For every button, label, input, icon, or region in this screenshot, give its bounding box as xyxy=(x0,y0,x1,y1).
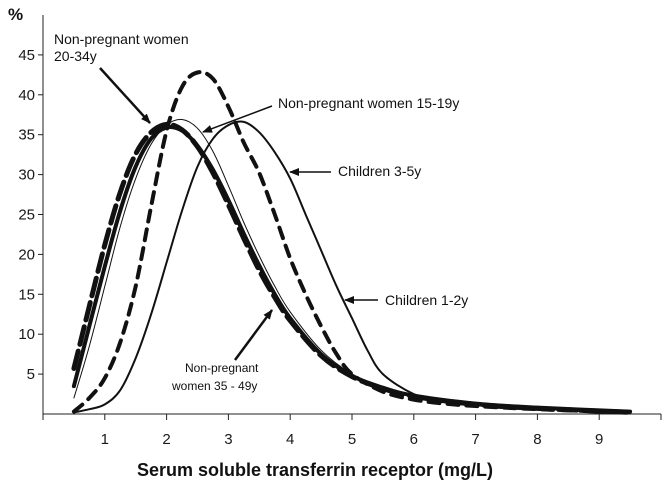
y-tick-label: 5 xyxy=(27,366,35,383)
annotation-children-1-2: Children 1-2y xyxy=(385,292,468,308)
x-tick-label: 1 xyxy=(101,431,109,448)
x-tick-label: 2 xyxy=(162,431,170,448)
annotation-women-35-49-line1: Non-pregnant xyxy=(185,361,259,375)
y-tick-label: 45 xyxy=(18,47,35,64)
x-tick-label: 5 xyxy=(348,431,356,448)
y-tick-label: 25 xyxy=(18,207,35,224)
x-tick-label: 9 xyxy=(595,431,603,448)
annotation-women-35-49-line2: women 35 - 49y xyxy=(171,379,257,393)
annotation-women-20-34-line2: 20-34y xyxy=(54,48,97,64)
y-ticks: 5 10 15 20 25 30 35 40 45 xyxy=(18,47,43,383)
x-tick-label: 6 xyxy=(410,431,418,448)
y-tick-label: 35 xyxy=(18,127,35,144)
y-tick-label: 30 xyxy=(18,167,35,184)
y-axis-label: % xyxy=(8,5,23,24)
arrow-women-35-49 xyxy=(233,309,274,361)
arrow-women-15-19 xyxy=(202,105,273,133)
series-layer xyxy=(71,70,633,415)
annotation-women-20-34-line1: Non-pregnant women xyxy=(54,31,189,47)
arrow-women-20-34 xyxy=(99,67,151,124)
x-ticks: 1 2 3 4 5 6 7 8 9 xyxy=(42,414,662,448)
y-tick-label: 10 xyxy=(18,326,35,343)
series-women-35-49 xyxy=(71,125,633,414)
x-tick-label: 8 xyxy=(533,431,541,448)
annotation-children-3-5: Children 3-5y xyxy=(338,163,421,179)
series-children-1-2 xyxy=(72,120,632,414)
axes xyxy=(42,15,661,415)
series-children-3-5 xyxy=(71,70,633,415)
y-tick-label: 15 xyxy=(18,286,35,303)
x-tick-label: 3 xyxy=(224,431,232,448)
x-axis-label: Serum soluble transferrin receptor (mg/L… xyxy=(137,460,493,480)
annotation-women-15-19: Non-pregnant women 15-19y xyxy=(278,95,459,111)
y-tick-label: 20 xyxy=(18,246,35,263)
annotations: Non-pregnant women 20-34y Non-pregnant w… xyxy=(54,31,468,393)
y-tick-label: 40 xyxy=(18,87,35,104)
x-tick-label: 4 xyxy=(286,431,294,448)
x-tick-label: 7 xyxy=(471,431,479,448)
